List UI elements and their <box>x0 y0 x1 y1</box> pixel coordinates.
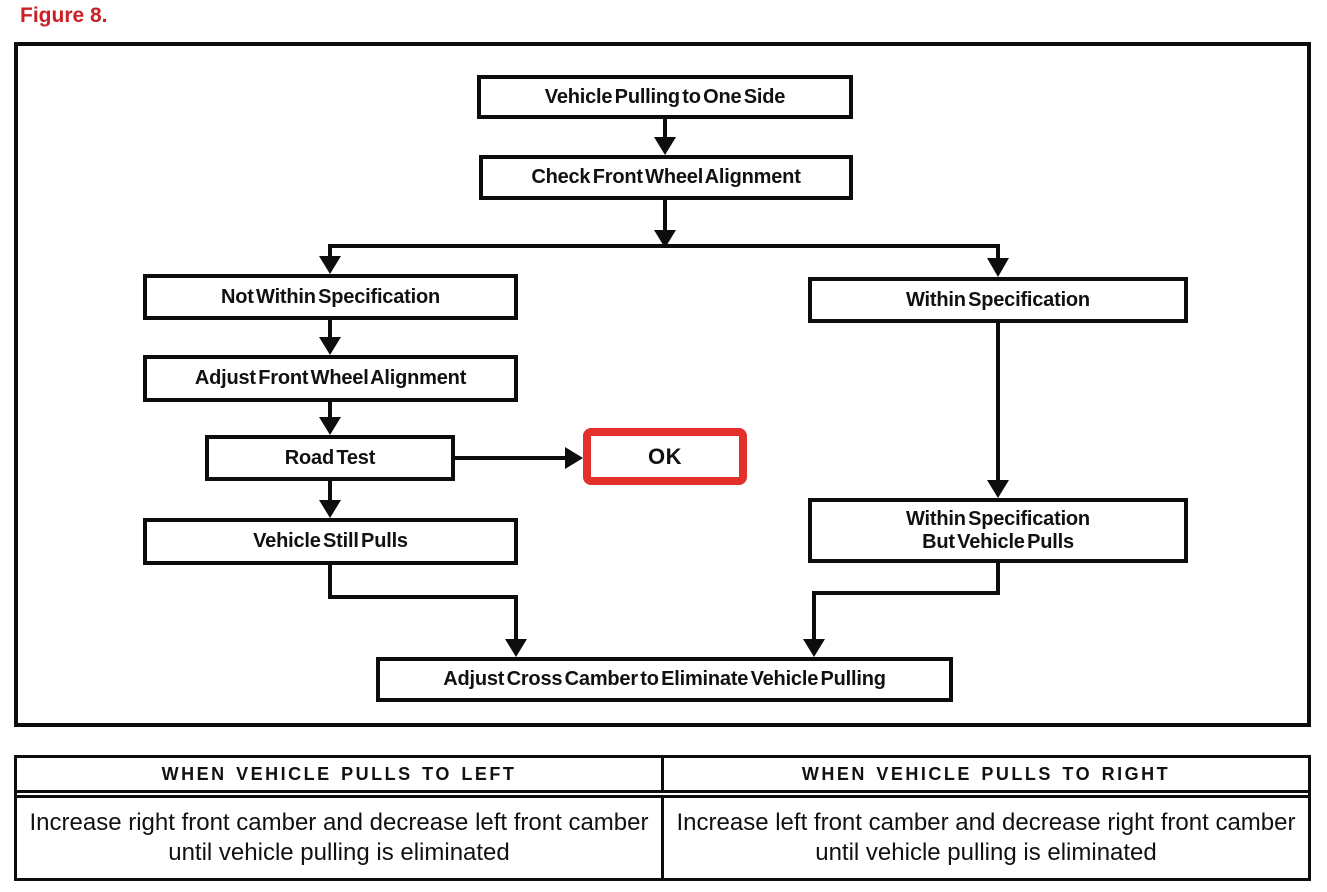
table-header-pulls-right: WHEN VEHICLE PULLS TO RIGHT <box>661 758 1308 790</box>
flow-node-within-spec: Within Specification <box>808 277 1188 323</box>
flow-node-not-within-spec: Not Within Specification <box>143 274 518 320</box>
flow-node-ok: OK <box>583 428 747 485</box>
flowchart-frame <box>14 42 1311 727</box>
table-header-pulls-left: WHEN VEHICLE PULLS TO LEFT <box>161 763 517 784</box>
table-body-row: Increase right front camber and decrease… <box>17 798 1308 878</box>
table-cell-pulls-left-instruction: Increase right front camber and decrease… <box>29 809 649 866</box>
camber-adjustment-table: WHEN VEHICLE PULLS TO LEFT WHEN VEHICLE … <box>14 755 1311 881</box>
flow-node-vehicle-still-pulls: Vehicle Still Pulls <box>143 518 518 565</box>
flow-node-road-test: Road Test <box>205 435 455 481</box>
figure-label: Figure 8. <box>20 4 108 27</box>
table-cell-pulls-right-instruction: Increase left front camber and decrease … <box>661 798 1308 878</box>
flow-node-adjust-alignment: Adjust Front Wheel Alignment <box>143 355 518 402</box>
table-header-row: WHEN VEHICLE PULLS TO LEFT WHEN VEHICLE … <box>17 758 1308 798</box>
flow-node-adjust-cross-camber: Adjust Cross Camber to Eliminate Vehicle… <box>376 657 953 702</box>
flow-node-within-spec-but-pulls: Within Specification But Vehicle Pulls <box>808 498 1188 563</box>
flow-node-vehicle-pulling: Vehicle Pulling to One Side <box>477 75 853 119</box>
flow-node-check-alignment: Check Front Wheel Alignment <box>479 155 853 200</box>
